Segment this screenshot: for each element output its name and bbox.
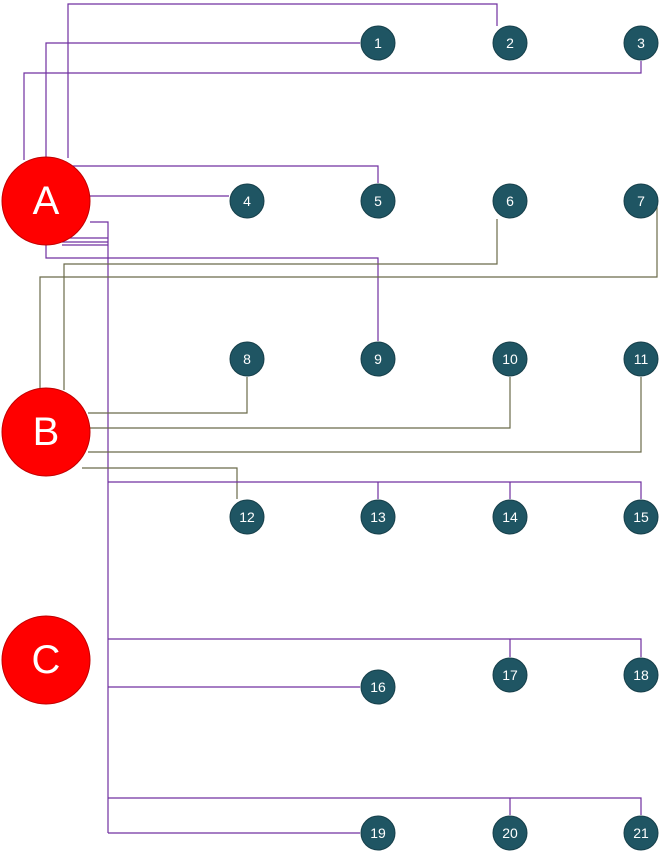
node-11-label: 11 [634, 351, 649, 367]
connector-a-5 [70, 165, 379, 183]
node-18[interactable]: 18 [623, 657, 659, 693]
node-14[interactable]: 14 [492, 499, 528, 535]
hub-c[interactable]: C [1, 615, 91, 705]
node-1[interactable]: 1 [360, 25, 396, 61]
node-4[interactable]: 4 [229, 183, 265, 219]
connector-a-1 [45, 42, 360, 158]
node-17[interactable]: 17 [492, 657, 528, 693]
node-16[interactable]: 16 [360, 669, 396, 705]
hub-a-circle[interactable] [1, 156, 91, 246]
hub-c-label: C [32, 638, 61, 682]
node-21[interactable]: 21 [623, 815, 659, 851]
node-7[interactable]: 7 [623, 183, 659, 219]
node-6-label: 6 [506, 193, 514, 209]
node-1-label: 1 [374, 35, 382, 51]
connector-b-12 [82, 467, 238, 499]
node-13[interactable]: 13 [360, 499, 396, 535]
connector-b-8 [88, 377, 248, 414]
connector-b-7 [39, 201, 658, 388]
hub-b[interactable]: B [1, 387, 91, 477]
node-15[interactable]: 15 [623, 499, 659, 535]
node-group: 1 2 3 4 5 6 7 8 9 10 11 12 13 14 15 16 1… [229, 25, 659, 851]
node-9-label: 9 [374, 351, 382, 367]
node-8-label: 8 [243, 351, 251, 367]
node-15-label: 15 [633, 509, 649, 525]
connector-bus-20-21 [108, 797, 642, 815]
node-7-label: 7 [637, 193, 645, 209]
connector-a-bus [90, 221, 109, 833]
hub-group: A B C [1, 156, 91, 705]
node-10-label: 10 [502, 351, 518, 367]
node-17-label: 17 [502, 667, 518, 683]
node-16-label: 16 [370, 679, 386, 695]
node-3[interactable]: 3 [623, 25, 659, 61]
node-18-label: 18 [633, 667, 649, 683]
connector-b-6 [63, 219, 498, 390]
node-8[interactable]: 8 [229, 341, 265, 377]
connector-a-2 [67, 3, 498, 158]
connector-b-10 [90, 377, 511, 429]
connector-b-11 [88, 377, 642, 453]
node-21-label: 21 [633, 825, 649, 841]
node-3-label: 3 [637, 35, 645, 51]
node-6[interactable]: 6 [492, 183, 528, 219]
hub-a-label: A [33, 179, 60, 223]
node-10[interactable]: 10 [492, 341, 528, 377]
node-5[interactable]: 5 [360, 183, 396, 219]
node-2[interactable]: 2 [492, 25, 528, 61]
node-11[interactable]: 11 [623, 341, 659, 377]
node-20[interactable]: 20 [492, 815, 528, 851]
node-2-label: 2 [506, 35, 514, 51]
connector-a-3 [23, 61, 642, 160]
hub-b-label: B [33, 410, 60, 454]
node-12-label: 12 [239, 509, 255, 525]
connector-bus-13-15 [108, 481, 642, 499]
node-9[interactable]: 9 [360, 341, 396, 377]
hub-c-circle[interactable] [1, 615, 91, 705]
node-5-label: 5 [374, 193, 382, 209]
connector-bus-17-18 [108, 638, 642, 657]
node-13-label: 13 [370, 509, 386, 525]
hub-b-circle[interactable] [1, 387, 91, 477]
node-19[interactable]: 19 [360, 815, 396, 851]
connector-a-9 [45, 244, 379, 341]
node-4-label: 4 [243, 193, 251, 209]
node-20-label: 20 [502, 825, 518, 841]
node-12[interactable]: 12 [229, 499, 265, 535]
hub-a[interactable]: A [1, 156, 91, 246]
connector-lines [23, 3, 658, 834]
node-14-label: 14 [502, 509, 518, 525]
node-19-label: 19 [370, 825, 386, 841]
